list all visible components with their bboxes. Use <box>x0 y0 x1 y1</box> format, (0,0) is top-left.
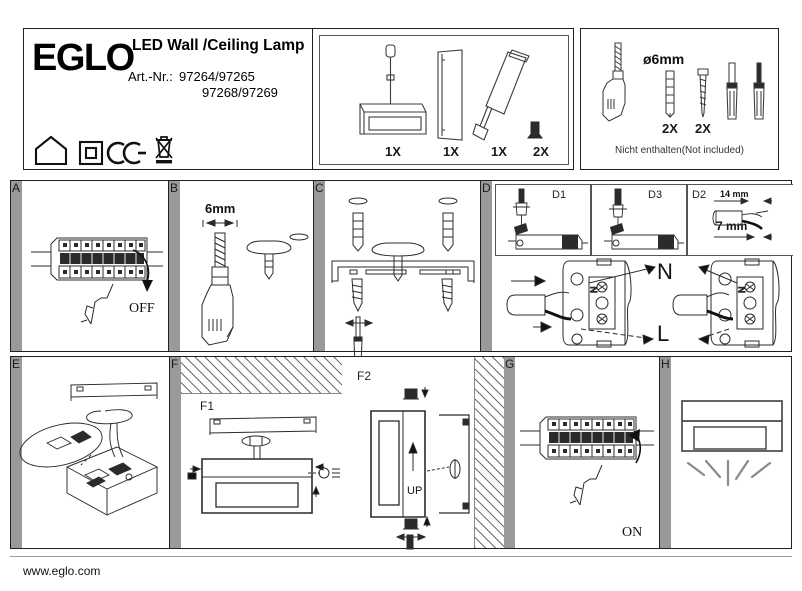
sub-panel-d3: D3 <box>591 184 687 256</box>
drill-hole-illustration <box>201 219 309 346</box>
footer-divider <box>10 556 792 557</box>
step-letter-e: E <box>12 357 21 371</box>
sub-panel-d1-label: D1 <box>552 189 567 201</box>
tool-qty-wall-plug: 2X <box>662 121 678 136</box>
indoor-use-house-icon <box>34 135 68 166</box>
orientation-label-up: UP <box>407 485 423 497</box>
step-tab-e <box>11 357 22 548</box>
step-panel-g: G <box>504 357 659 548</box>
d3-illustration <box>604 188 684 250</box>
step-tab-d <box>481 181 492 351</box>
step-panel-a: A <box>11 181 168 351</box>
part-cable-clip <box>527 121 543 139</box>
step-tab-f <box>170 357 181 548</box>
part-qty-driver: 1X <box>491 144 507 159</box>
sub-panel-f1-label: F1 <box>200 399 215 413</box>
tool-qty-screw: 2X <box>695 121 711 136</box>
part-qty-lamp-body: 1X <box>385 144 401 159</box>
step-tab-g <box>504 357 515 548</box>
strip-dim-7mm: 7 mm <box>716 219 748 233</box>
ceiling-hatch-f1 <box>181 357 342 394</box>
sub-panel-d1: D1 <box>495 184 591 256</box>
sub-panel-d2-label: D2 <box>692 189 707 201</box>
step-panel-f: F F1 <box>169 357 342 548</box>
brand-logo: EGLO <box>32 37 135 79</box>
d2-wire-strip-illustration <box>712 197 772 241</box>
svg-text:N: N <box>737 287 747 294</box>
step-letter-b: B <box>170 181 179 195</box>
terminal-wiring-illustration: N N <box>506 258 780 348</box>
part-qty-bracket: 1X <box>443 144 459 159</box>
tool-screw <box>697 68 709 118</box>
wall-mount-illustration <box>370 387 470 550</box>
tool-drill-bit <box>602 42 626 122</box>
symbol-row <box>32 133 173 167</box>
parts-not-included-panel: ø6mm 2X 2X <box>580 28 779 170</box>
step-letter-h: H <box>661 357 670 371</box>
step-panel-b: B 6mm <box>168 181 313 351</box>
breaker-panel-off-illustration <box>31 237 163 325</box>
d1-illustration <box>508 188 588 250</box>
step-panel-c: C <box>313 181 480 366</box>
step-tab-a <box>11 181 22 351</box>
weee-crossed-bin-icon <box>155 136 173 164</box>
svg-text:N: N <box>589 287 599 294</box>
tool-flat-screwdriver <box>726 62 738 120</box>
tool-wall-plug <box>665 70 675 118</box>
sub-panel-d2: D2 14 mm 7 mm <box>687 184 793 256</box>
step-panel-f2: F2 <box>341 357 505 550</box>
ceiling-mount-illustration <box>187 416 340 514</box>
part-lamp-body <box>359 44 427 135</box>
step-letter-f: F <box>171 357 179 371</box>
lamp-on-illustration <box>681 400 783 487</box>
step-panel-d: D D1 <box>480 181 793 351</box>
bracket-mounting-illustration <box>331 197 475 366</box>
step-b-dimension-label: 6mm <box>205 201 236 216</box>
part-qty-clip: 2X <box>533 144 549 159</box>
parts-included-inner: 1X 1X 1X <box>319 35 569 165</box>
part-mounting-bracket <box>437 49 463 141</box>
drill-diameter-label: ø6mm <box>643 51 685 67</box>
step-panel-h: H <box>659 357 793 548</box>
sub-panel-f2-label: F2 <box>357 369 372 383</box>
step-a-callout: OFF <box>129 301 155 316</box>
step-tab-b <box>169 181 180 351</box>
steps-row-2: E <box>10 356 793 550</box>
step-letter-a: A <box>12 181 21 195</box>
footer-url: www.eglo.com <box>23 564 101 578</box>
parts-included-panel: 1X 1X 1X <box>312 28 574 170</box>
strip-dim-14mm: 14 mm <box>720 189 749 199</box>
part-led-driver <box>472 49 530 141</box>
breaker-panel-on-illustration <box>520 416 654 506</box>
step-letter-g: G <box>505 357 515 371</box>
art-nr-line-2: 97268/97269 <box>202 85 278 100</box>
art-nr-label: Art.-Nr.: <box>128 69 173 84</box>
step-letter-d: D <box>482 181 491 195</box>
tool-cross-screwdriver <box>753 62 765 120</box>
terminal-label-l: L <box>657 321 670 346</box>
terminal-label-n: N <box>657 259 673 284</box>
header-brand-panel: EGLO LED Wall /Ceiling Lamp Art.-Nr.: 97… <box>23 28 312 170</box>
page-title: LED Wall /Ceiling Lamp <box>132 37 305 54</box>
ce-mark-icon <box>106 141 146 165</box>
sub-panel-d3-label: D3 <box>648 189 663 201</box>
art-nr-line-1: 97264/97265 <box>179 69 255 84</box>
class-2-double-insulation-icon <box>78 140 104 166</box>
step-g-callout: ON <box>622 525 643 540</box>
step-tab-h <box>660 357 671 548</box>
step-letter-c: C <box>315 181 324 195</box>
steps-row-1: A <box>10 180 793 366</box>
not-included-note: Nicht enthalten(Not included) <box>615 145 744 156</box>
step-panel-e: E <box>11 357 169 548</box>
wall-hatch-f2 <box>474 357 505 548</box>
lamp-to-bracket-illustration <box>19 382 159 516</box>
step-tab-c <box>314 181 325 351</box>
